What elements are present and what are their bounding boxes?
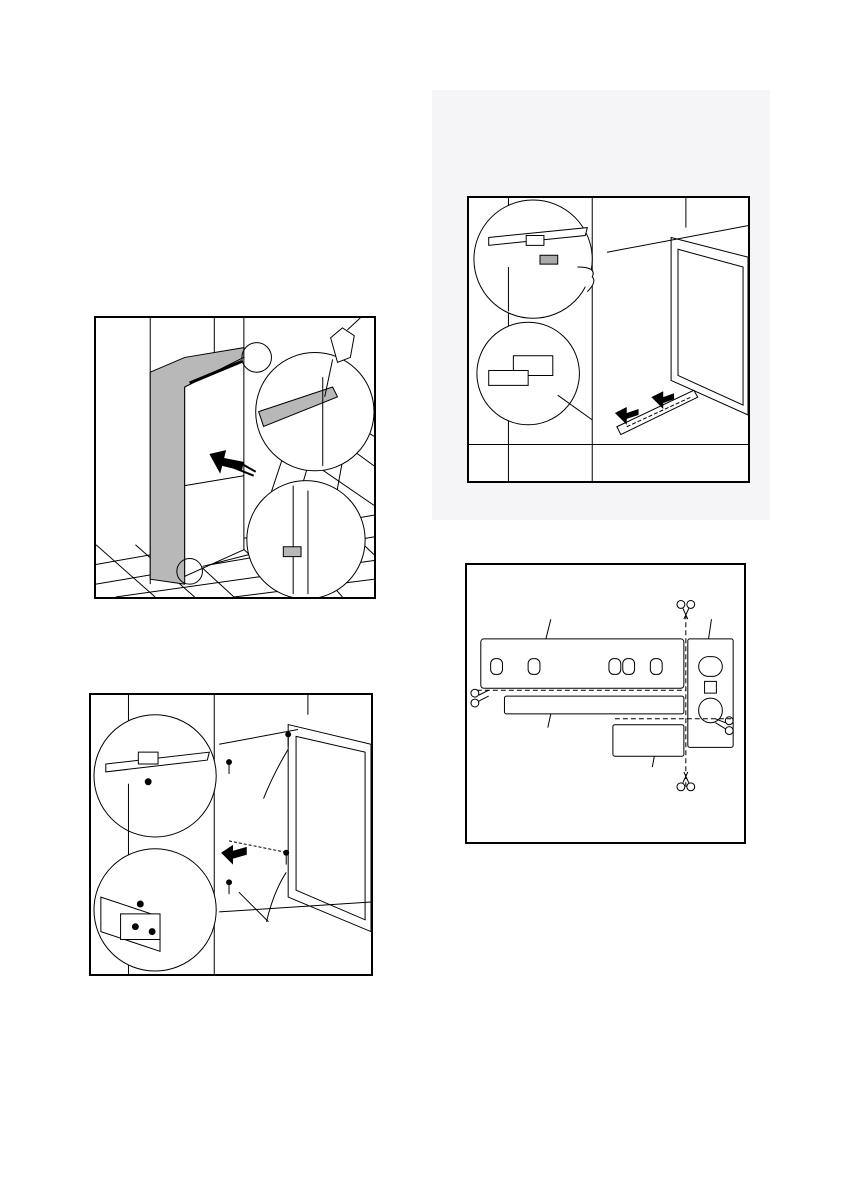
template-part-icon xyxy=(613,725,684,757)
push-arrow-icon xyxy=(221,845,247,865)
bracket-icon xyxy=(94,715,216,837)
scissors-icon xyxy=(471,689,489,707)
figure-screw-fixing xyxy=(89,693,373,976)
magnifier-circle-icon xyxy=(242,343,374,471)
figure-cutting-template xyxy=(465,563,746,844)
template-part-icon xyxy=(504,696,683,714)
push-appliance-illustration xyxy=(96,318,374,597)
cutting-template-illustration xyxy=(467,565,744,842)
bracket-icon xyxy=(94,849,216,971)
figure-hinge-plinth xyxy=(467,196,750,483)
hinge-plinth-illustration xyxy=(469,198,748,481)
screw-fixing-illustration xyxy=(91,695,371,974)
hinge-detail-icon xyxy=(477,322,592,425)
hinge-detail-icon xyxy=(474,200,594,318)
screw-icon xyxy=(226,731,291,894)
figure-push-appliance xyxy=(94,316,376,599)
